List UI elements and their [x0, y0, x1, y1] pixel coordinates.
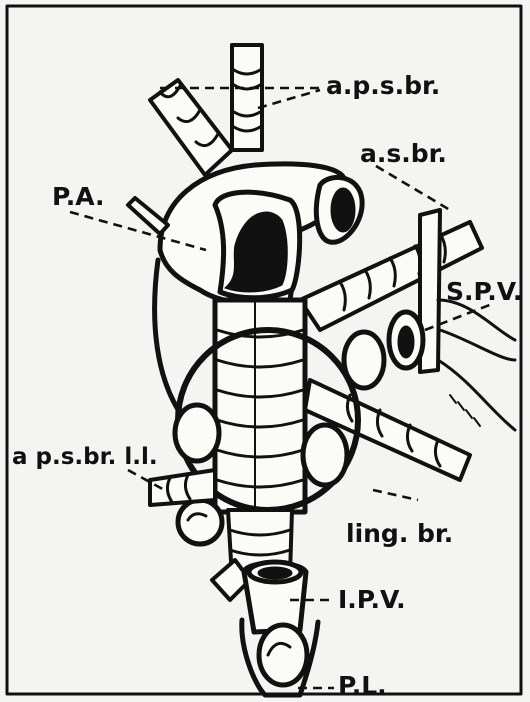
- label-asbr: a.s.br.: [360, 139, 447, 168]
- label-apsbr: a.p.s.br.: [326, 71, 440, 100]
- label-pl: P.L.: [338, 671, 387, 700]
- label-apsbr-ll: a p.s.br. l.l.: [12, 444, 158, 470]
- lower-trunk: [212, 510, 318, 695]
- label-pa: P.A.: [52, 182, 105, 211]
- label-lingbr: ling. br.: [346, 519, 453, 548]
- label-spv: S.P.V.: [446, 277, 522, 306]
- label-ipv: I.P.V.: [338, 585, 406, 614]
- apical-bronchus: [150, 45, 262, 175]
